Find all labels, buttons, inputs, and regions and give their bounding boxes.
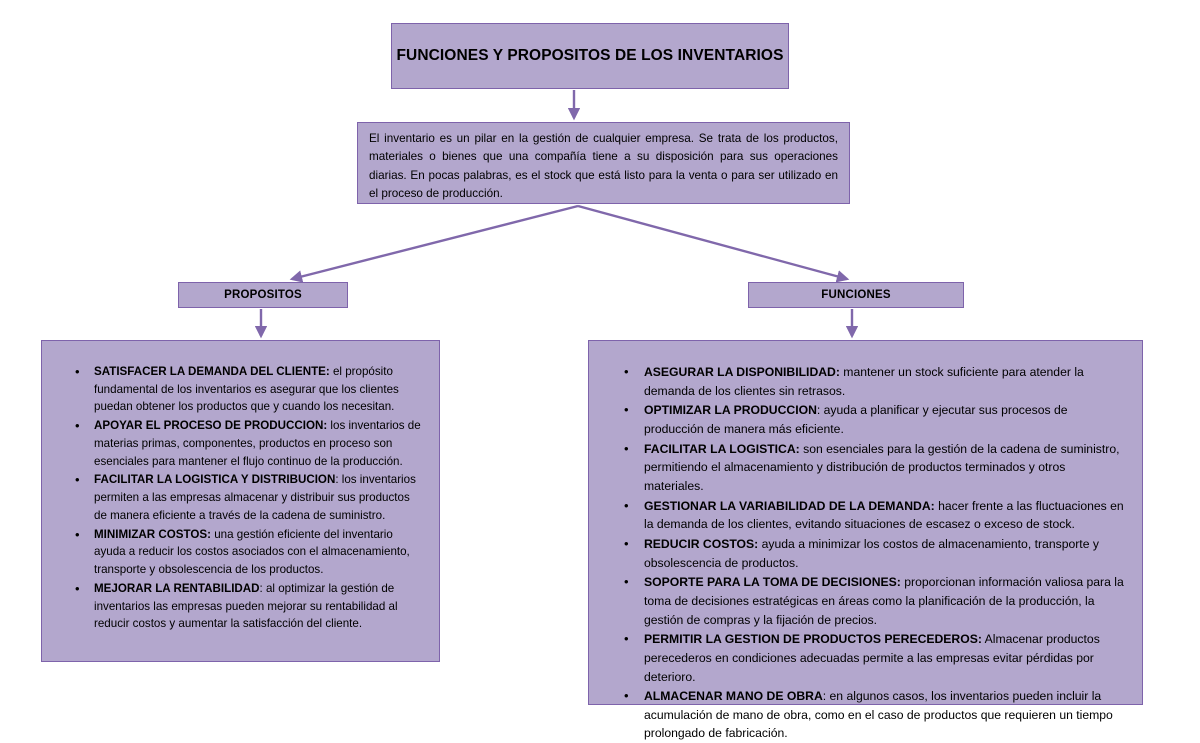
list-item-body: una gestión eficiente del inventario ayu… [94,527,410,577]
bullet-icon: • [75,472,80,488]
list-item-lead: REDUCIR COSTOS: [644,536,759,551]
list-item-lead: SOPORTE PARA LA TOMA DE DECISIONES: [644,575,901,590]
list-item-body: son esenciales para la gestión de la cad… [644,441,1120,493]
list-item: • MINIMIZAR COSTOS: una gestión eficient… [56,526,425,579]
bullet-icon: • [75,418,80,434]
list-item-lead: APOYAR EL PROCESO DE PRODUCCION: [94,419,328,433]
list-item-body: : ayuda a planificar y ejecutar sus proc… [644,403,1068,436]
list-item-body: hacer frente a las fluctuaciones en la d… [644,498,1124,532]
list-item-lead: PERMITIR LA GESTION DE PRODUCTOS PERECED… [644,632,982,647]
list-item: • REDUCIR COSTOS: ayuda a minimizar los c… [603,535,1128,572]
bullet-icon: • [624,497,629,513]
list-item-lead: SATISFACER LA DEMANDA DEL CLIENTE: [94,365,330,378]
list-item-body: Almacenar productos perecederos en condi… [644,632,1100,684]
list-item-lead: GESTIONAR LA VARIABILIDAD DE LA DEMANDA: [644,498,935,513]
bullet-icon: • [75,580,80,596]
list-item-body: : al optimizar la gestión de inventarios… [94,581,398,631]
intro-node-text: El inventario es un pilar en la gestión … [369,132,838,201]
list-item: • FACILITAR LA LOGISTICA: son esenciales … [603,440,1128,496]
connector-intro-to-funciones [577,204,850,283]
bullet-icon: • [624,364,629,379]
list-item-lead: FACILITAR LA LOGISTICA Y DISTRIBUCION [94,473,336,487]
bullet-icon: • [624,688,629,704]
list-item: • PERMITIR LA GESTION DE PRODUCTOS PERECE… [603,630,1128,686]
bullet-icon: • [75,526,80,542]
list-item-body: proporcionan información valiosa para la… [644,575,1124,627]
title-node: FUNCIONES Y PROPOSITOS DE LOS INVENTARIO… [391,23,789,89]
bullet-icon: • [624,402,629,418]
list-item: • ASEGURAR LA DISPONIBILIDAD: mantener un… [603,363,1128,400]
bullet-icon: • [624,574,629,590]
bullet-icon: • [624,631,629,647]
list-item: • SOPORTE PARA LA TOMA DE DECISIONES: pro… [603,573,1128,629]
intro-node: El inventario es un pilar en la gestión … [357,122,850,204]
list-item: • OPTIMIZAR LA PRODUCCION: ayuda a planif… [603,401,1128,438]
list-item-lead: ASEGURAR LA DISPONIBILIDAD: [644,365,840,379]
list-item-body: : los inventarios permiten a las empresa… [94,473,416,522]
list-item-lead: MEJORAR LA RENTABILIDAD [94,581,260,595]
title-node-label: FUNCIONES Y PROPOSITOS DE LOS INVENTARIO… [396,46,784,64]
list-item: • APOYAR EL PROCESO DE PRODUCCION: los in… [56,417,425,470]
branch-label-propositos-text: PROPOSITOS [224,289,302,301]
branch-label-funciones-text: FUNCIONES [821,289,891,301]
list-item-body: el propósito fundamental de los inventar… [94,365,399,414]
bullet-icon: • [624,535,629,551]
list-item: • FACILITAR LA LOGISTICA Y DISTRIBUCION: … [56,471,425,524]
list-item-body: los inventarios de materias primas, comp… [94,419,421,468]
list-item: • MEJORAR LA RENTABILIDAD: al optimizar l… [56,580,425,633]
bullet-icon: • [624,440,629,456]
list-item-body: ayuda a minimizar los costos de almacena… [644,536,1099,570]
list-item-body: mantener un stock suficiente para atende… [644,365,1084,398]
propositos-list-node: • SATISFACER LA DEMANDA DEL CLIENTE: el p… [41,340,440,662]
list-item-lead: FACILITAR LA LOGISTICA: [644,441,800,456]
list-item-lead: MINIMIZAR COSTOS: [94,527,212,541]
list-item: • GESTIONAR LA VARIABILIDAD DE LA DEMANDA… [603,497,1128,534]
branch-label-propositos: PROPOSITOS [178,282,348,308]
list-item: •ALMACENAR MANO DE OBRA: en algunos caso… [603,687,1128,743]
funciones-bullet-list: • ASEGURAR LA DISPONIBILIDAD: mantener un… [603,363,1128,743]
list-item-lead: OPTIMIZAR LA PRODUCCION [644,403,817,418]
bullet-icon: • [75,364,80,379]
branch-label-funciones: FUNCIONES [748,282,964,308]
list-item: • SATISFACER LA DEMANDA DEL CLIENTE: el p… [56,363,425,416]
connector-intro-to-propositos [289,204,579,283]
propositos-bullet-list: • SATISFACER LA DEMANDA DEL CLIENTE: el p… [56,363,425,633]
funciones-list-node: • ASEGURAR LA DISPONIBILIDAD: mantener un… [588,340,1143,740]
list-item-lead: ALMACENAR MANO DE OBRA [644,689,823,704]
